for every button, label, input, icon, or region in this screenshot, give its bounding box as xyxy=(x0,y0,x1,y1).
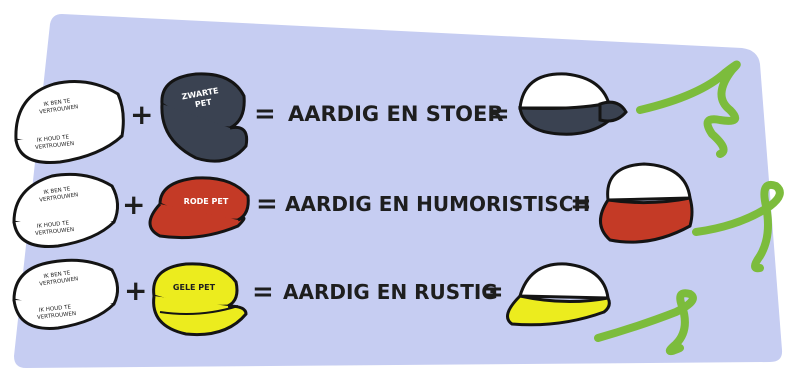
equals-symbol: = xyxy=(488,99,510,129)
plus-symbol: + xyxy=(130,98,153,131)
row-1: IK BEN TE VERTROUWEN IK HOUD TE VERTROUW… xyxy=(14,60,741,165)
svg-text:ZWARTE PET: ZWARTE PET xyxy=(181,86,224,112)
svg-text:IK HOUD TE VERTROUWEN: IK HOUD TE VERTROUWEN xyxy=(34,220,74,237)
result-cap-white-black-icon xyxy=(518,72,628,136)
row-2: IK BEN TE VERTROUWEN IK HOUD TE VERTROUW… xyxy=(12,162,784,273)
svg-text:IK HOUD TE VERTROUWEN: IK HOUD TE VERTROUWEN xyxy=(36,304,76,321)
result-cap-white-red-icon xyxy=(599,162,694,244)
green-ribbon xyxy=(692,181,784,273)
white-cap-icon: IK BEN TE VERTROUWEN IK HOUD TE VERTROUW… xyxy=(12,258,119,330)
plus-symbol: + xyxy=(122,188,145,221)
equals-symbol: = xyxy=(256,189,278,219)
svg-text:IK BEN TE VERTROUWEN: IK BEN TE VERTROUWEN xyxy=(38,97,79,115)
green-ribbon xyxy=(594,289,697,356)
svg-text:IK HOUD TE VERTROUWEN: IK HOUD TE VERTROUWEN xyxy=(34,134,74,151)
equals-symbol: = xyxy=(482,277,504,307)
svg-text:GELE PET: GELE PET xyxy=(173,283,216,292)
description-row-1: AARDIG EN STOER xyxy=(288,102,504,126)
svg-text:IK BEN TE VERTROUWEN: IK BEN TE VERTROUWEN xyxy=(38,269,79,287)
green-ribbon xyxy=(636,60,741,158)
equals-symbol: = xyxy=(252,277,274,307)
equals-symbol: = xyxy=(570,189,592,219)
white-cap-icon: IK BEN TE VERTROUWEN IK HOUD TE VERTROUW… xyxy=(14,80,125,165)
red-cap-icon: RODE PET xyxy=(148,176,250,240)
result-cap-white-yellow-icon xyxy=(506,262,611,327)
svg-text:IK BEN TE VERTROUWEN: IK BEN TE VERTROUWEN xyxy=(38,185,79,203)
svg-text:RODE PET: RODE PET xyxy=(184,197,229,206)
yellow-cap-icon: GELE PET xyxy=(152,262,248,337)
black-cap-icon: ZWARTE PET xyxy=(160,72,249,163)
white-cap-icon: IK BEN TE VERTROUWEN IK HOUD TE VERTROUW… xyxy=(12,172,119,248)
description-row-3: AARDIG EN RUSTIG xyxy=(283,280,498,304)
plus-symbol: + xyxy=(124,274,147,307)
equals-symbol: = xyxy=(254,99,276,129)
description-row-2: AARDIG EN HUMORISTISCH xyxy=(285,192,590,216)
row-3: IK BEN TE VERTROUWEN IK HOUD TE VERTROUW… xyxy=(12,258,697,356)
